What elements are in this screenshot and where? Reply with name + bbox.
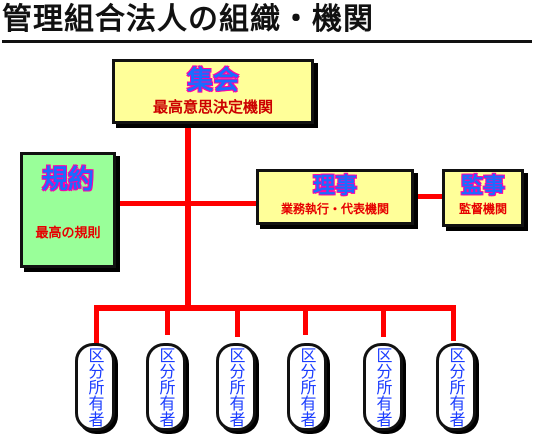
connector-owners-bar [94,305,456,311]
unit-owner-4: 区分所有者 [287,343,327,431]
connector-owner-5-drop [381,305,386,337]
assembly-name: 集会 [186,66,239,96]
page-title: 管理組合法人の組織・機関 [2,2,374,37]
connector-owner-1-drop [94,305,99,345]
unit-owner-2: 区分所有者 [146,343,186,431]
connector-auditor [412,194,444,199]
auditor-box: 監事 監督機関 [442,169,524,227]
connector-owner-6-drop [451,305,456,341]
connector-owner-2-drop [165,305,170,335]
auditor-role: 監督機関 [458,202,507,216]
unit-owner-1: 区分所有者 [75,343,115,431]
rules-name: 規約 [41,165,94,195]
auditor-name: 監事 [460,174,505,199]
rules-role: 最高の規則 [35,226,101,241]
unit-owner-6: 区分所有者 [436,343,476,431]
rules-box: 規約 最高の規則 [20,152,116,268]
board-box: 理事 業務執行・代表機関 [256,169,414,225]
assembly-box: 集会 最高意思決定機関 [112,59,314,124]
title-underline [2,40,532,43]
board-name: 理事 [312,174,357,199]
unit-owner-5: 区分所有者 [363,343,403,431]
board-role: 業務執行・代表機関 [280,202,389,216]
connector-owner-3-drop [235,305,240,337]
connector-trunk [185,118,191,306]
assembly-role: 最高意思決定機関 [152,98,273,116]
connector-owner-4-drop [303,305,308,335]
connector-rules [120,201,188,206]
unit-owner-3: 区分所有者 [216,343,256,431]
connector-board [188,201,256,206]
